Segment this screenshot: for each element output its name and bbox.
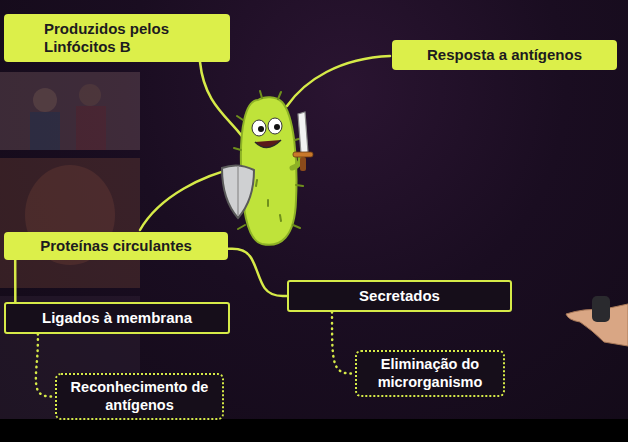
node-text: Secretados (359, 287, 440, 305)
node-text: Eliminação do microrganismo (361, 356, 499, 391)
node-text: Reconhecimento de antígenos (61, 379, 218, 414)
photo-people (0, 72, 140, 150)
filled-label-box: Proteínas circulantes (4, 232, 228, 260)
node-text: Produzidos pelos Linfócitos B (44, 20, 170, 56)
clicker (592, 296, 610, 322)
leader-line (287, 56, 390, 106)
node-text: Proteínas circulantes (40, 237, 192, 255)
outlined-box: Ligados à membrana (4, 302, 230, 334)
filled-label-box: Produzidos pelos Linfócitos B (4, 14, 230, 62)
bottom-bar (0, 419, 628, 442)
node-text: Ligados à membrana (42, 309, 192, 327)
connector (36, 334, 55, 397)
node-text: Resposta a antígenos (427, 46, 582, 64)
outlined-box: Secretados (287, 280, 512, 312)
connector (332, 312, 355, 374)
connector (228, 249, 287, 296)
dotted-box: Reconhecimento de antígenos (55, 373, 224, 420)
filled-label-box: Resposta a antígenos (392, 40, 617, 70)
shield (222, 165, 254, 218)
sword (293, 112, 313, 171)
arm (292, 156, 300, 168)
bacteria-character (222, 91, 313, 245)
connector (14, 260, 17, 302)
presenter-hand (566, 296, 628, 346)
dotted-box: Eliminação do microrganismo (355, 350, 505, 397)
photo-organs (0, 158, 140, 288)
